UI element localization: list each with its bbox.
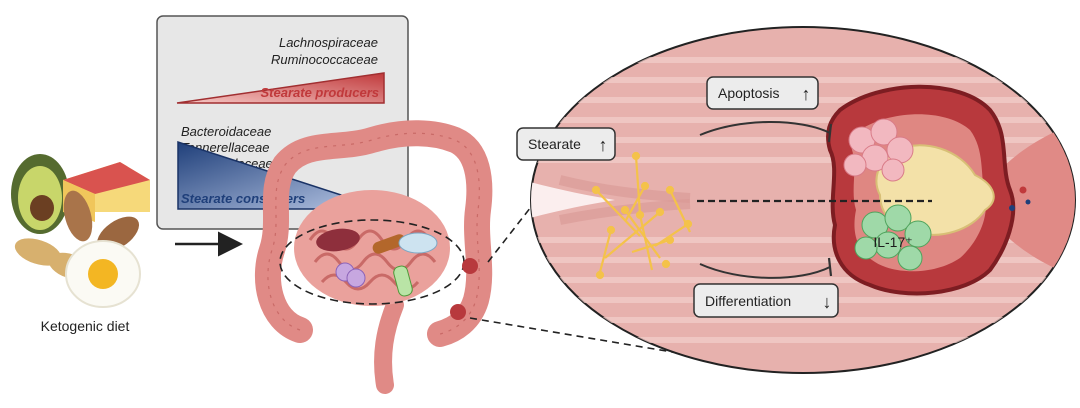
producers-wedge [176,72,385,104]
egg-icon [65,240,141,308]
bacterium-icon [316,228,360,252]
stearate-producers-label: Stearate producers [261,85,380,100]
differentiation-label: Differentiation [705,293,791,309]
stearate-molecules [591,151,693,280]
bacterium-icon [393,265,413,297]
il17-label: IL-17⁺ [873,234,912,250]
colon-illustration [254,120,493,394]
ketogenic-diet-label: Ketogenic diet [41,318,130,334]
microbiome-panel: Lachnospiraceae Ruminococcaceae Stearate… [156,15,409,230]
apoptosis-label: Apoptosis [718,85,779,101]
food-illustration: Ketogenic diet [11,154,150,334]
stearate-up-arrow: ↑ [599,135,608,155]
tumor-spot [462,258,478,274]
bacterium-icon [398,232,438,254]
apoptosis-up-arrow: ↑ [802,84,811,104]
il17-cells [854,204,932,271]
stearate-label: Stearate [528,136,581,152]
producer-taxon-1: Lachnospiraceae [279,35,378,50]
stearate-label-box: Stearate ↑ [516,127,616,161]
differentiation-label-box: Differentiation ↓ [693,283,839,318]
apoptosis-label-box: Apoptosis ↑ [706,76,819,110]
tumor-spot [450,304,466,320]
bacterium-icon [372,234,406,254]
tumor-mass: IL-17⁺ [826,84,1031,296]
differentiation-down-arrow: ↓ [823,292,832,312]
apoptosis-inhibition-curve [699,121,831,136]
tissue-magnified-view: IL-17⁺ [530,26,1076,374]
differentiation-inhibition-curve [699,263,831,279]
zoom-guide-line-bottom [469,317,691,356]
producer-taxon-2: Ruminococcaceae [271,52,378,67]
apoptotic-cells [843,118,914,182]
consumer-taxon-1: Bacteroidaceae [181,124,271,139]
avocado-icon [11,154,69,234]
